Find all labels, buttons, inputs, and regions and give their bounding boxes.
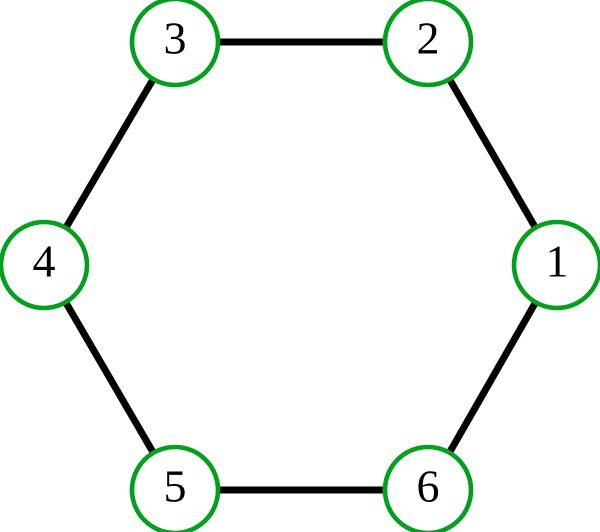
graph-node-circle-5[interactable]: [129, 444, 221, 532]
graph-node-circle-2[interactable]: [382, 0, 474, 88]
graph-node-label-6: 6: [417, 461, 440, 512]
graph-node-label-4: 4: [33, 236, 56, 287]
graph-node-5[interactable]: 5: [129, 444, 221, 532]
graph-node-circle-6[interactable]: [382, 444, 474, 532]
graph-node-4[interactable]: 4: [0, 219, 90, 311]
graph-node-label-2: 2: [417, 13, 440, 64]
graph-node-1[interactable]: 1: [511, 219, 600, 311]
graph-node-label-3: 3: [164, 13, 187, 64]
graph-node-label-5: 5: [164, 461, 187, 512]
edge-layer: [40, 38, 561, 494]
graph-node-circle-3[interactable]: [129, 0, 221, 88]
graph-node-circle-1[interactable]: [511, 219, 600, 311]
graph-node-2[interactable]: 2: [382, 0, 474, 88]
graph-node-circle-4[interactable]: [0, 219, 90, 311]
graph-node-label-1: 1: [546, 236, 569, 287]
graph-node-6[interactable]: 6: [382, 444, 474, 532]
graph-node-3[interactable]: 3: [129, 0, 221, 88]
